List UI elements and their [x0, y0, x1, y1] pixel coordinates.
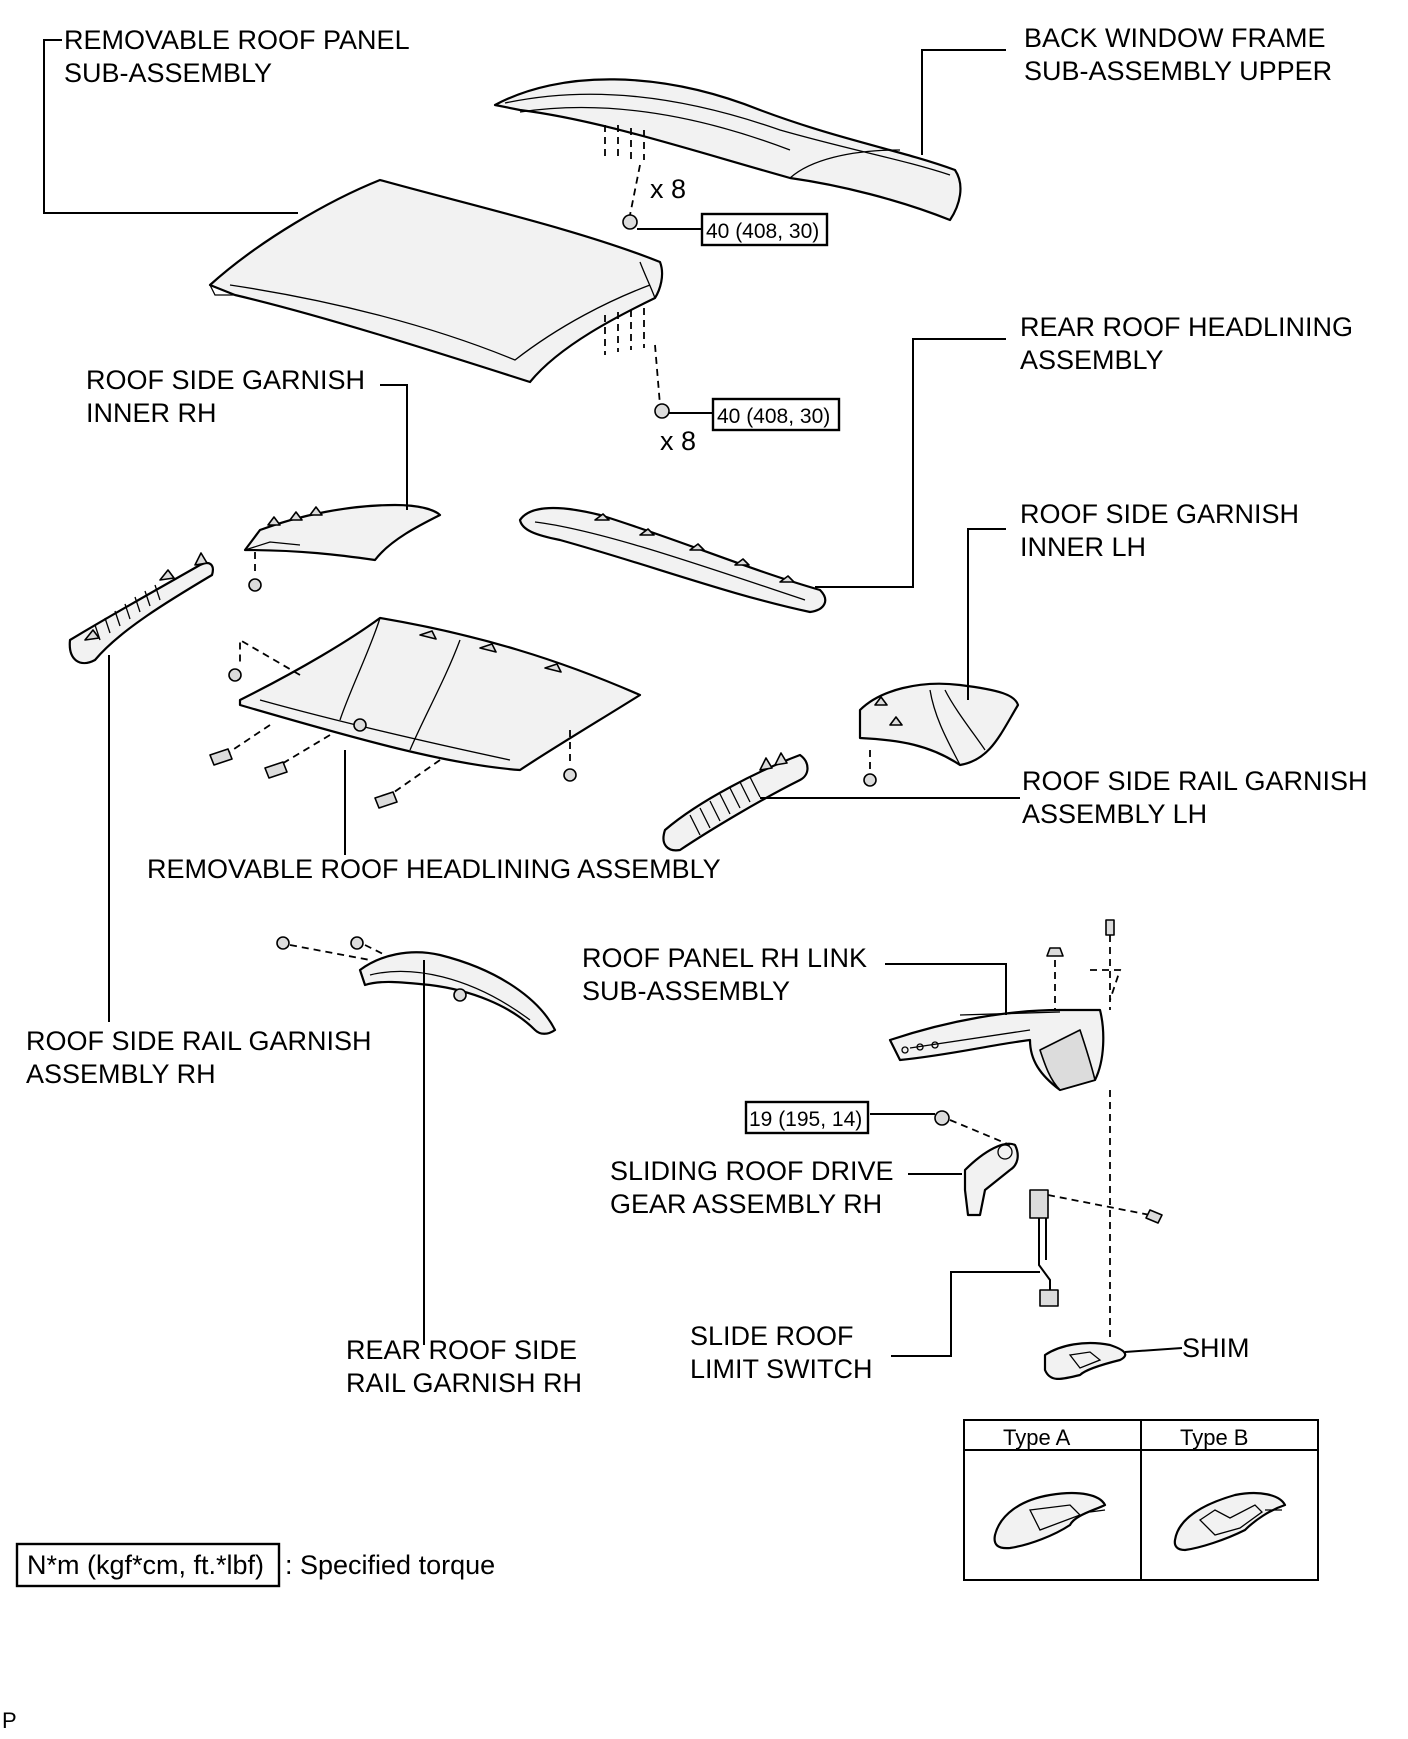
slide-roof-limit-switch-part	[1029, 1090, 1163, 1340]
torque-legend: N*m (kgf*cm, ft.*lbf) : Specified torque	[15, 1542, 495, 1588]
clip-icon	[248, 578, 262, 592]
removable-roof-panel-part	[208, 178, 664, 384]
label-sliding-roof-drive-gear-line2: GEAR ASSEMBLY RH	[610, 1189, 882, 1219]
label-back-window-frame-line1: BACK WINDOW FRAME	[1024, 23, 1326, 53]
torque-box-back-window	[700, 212, 829, 247]
bolt-icon	[1105, 919, 1115, 936]
clip-icon	[276, 936, 290, 950]
rear-garnish-fastener-lines	[276, 936, 467, 1002]
torque-drive-gear: 19 (195, 14)	[749, 1108, 862, 1131]
clip-icon	[209, 748, 233, 766]
nut-icon	[1046, 947, 1064, 957]
sliding-roof-drive-gear-part	[934, 1110, 1019, 1217]
corner-mark: P	[2, 1708, 17, 1733]
roof-side-garnish-inner-rh-part	[243, 503, 442, 592]
torque-spec-boxes: 40 (408, 30) 40 (408, 30) 19 (195, 14)	[700, 212, 870, 1135]
roof-side-rail-garnish-lh-part	[662, 752, 809, 852]
label-roof-panel-rh-link-line1: ROOF PANEL RH LINK	[582, 943, 867, 973]
part-labels: REMOVABLE ROOF PANEL SUB-ASSEMBLY BACK W…	[26, 23, 1368, 1398]
label-roof-panel-rh-link-line2: SUB-ASSEMBLY	[582, 976, 790, 1006]
label-roof-side-garnish-inner-lh-line2: INNER LH	[1020, 532, 1146, 562]
label-roof-side-rail-garnish-rh-line1: ROOF SIDE RAIL GARNISH	[26, 1026, 372, 1056]
torque-box-drive-gear	[744, 1100, 870, 1135]
roof-side-rail-garnish-rh-part	[68, 552, 214, 665]
shim-type-b-header: Type B	[1180, 1425, 1248, 1450]
label-roof-side-garnish-inner-rh-line1: ROOF SIDE GARNISH	[86, 365, 365, 395]
shim-type-a-drawing	[993, 1491, 1107, 1550]
label-removable-roof-headlining: REMOVABLE ROOF HEADLINING ASSEMBLY	[147, 854, 721, 884]
bolt-icon	[622, 214, 638, 230]
label-removable-roof-panel-line1: REMOVABLE ROOF PANEL	[64, 25, 410, 55]
label-rear-roof-headlining-line2: ASSEMBLY	[1020, 345, 1164, 375]
label-sliding-roof-drive-gear-line1: SLIDING ROOF DRIVE	[610, 1156, 894, 1186]
shim-type-b-drawing	[1173, 1491, 1287, 1552]
label-roof-side-garnish-inner-lh-line1: ROOF SIDE GARNISH	[1020, 499, 1299, 529]
removable-roof-headlining-part	[238, 616, 642, 772]
clip-icon	[563, 768, 577, 782]
legend-specified-torque: : Specified torque	[285, 1550, 495, 1580]
label-back-window-frame-line2: SUB-ASSEMBLY UPPER	[1024, 56, 1332, 86]
back-window-frame-fastener-lines	[604, 125, 645, 230]
shim-type-a-header: Type A	[1003, 1425, 1071, 1450]
label-lower-bolt-quantity: x 8	[660, 426, 696, 456]
label-rear-roof-side-rail-garnish-line1: REAR ROOF SIDE	[346, 1335, 577, 1365]
label-removable-roof-panel-line2: SUB-ASSEMBLY	[64, 58, 272, 88]
torque-box-roof-panel	[711, 397, 841, 432]
roof-panel-fastener-lines	[604, 308, 670, 419]
label-slide-roof-limit-switch-line1: SLIDE ROOF	[690, 1321, 854, 1351]
headlining-fastener-lines	[209, 638, 577, 809]
legend-unit-text: N*m (kgf*cm, ft.*lbf)	[27, 1550, 264, 1580]
legend-unit-box	[15, 1542, 281, 1588]
shim-part	[1043, 1341, 1127, 1380]
clip-icon	[453, 988, 467, 1002]
roof-side-garnish-inner-lh-part	[858, 682, 1020, 787]
back-window-frame-part	[493, 78, 962, 222]
screw-icon	[1145, 1209, 1163, 1224]
label-roof-side-rail-garnish-lh-line1: ROOF SIDE RAIL GARNISH	[1022, 766, 1368, 796]
label-slide-roof-limit-switch-line2: LIMIT SWITCH	[690, 1354, 873, 1384]
label-rear-roof-headlining-line1: REAR ROOF HEADLINING	[1020, 312, 1353, 342]
bolt-icon	[654, 403, 670, 419]
label-roof-side-rail-garnish-rh-line2: ASSEMBLY RH	[26, 1059, 216, 1089]
clip-icon	[863, 773, 877, 787]
torque-back-window-frame: 40 (408, 30)	[706, 220, 819, 243]
clip-icon	[374, 791, 398, 809]
clip-icon	[264, 761, 288, 779]
rear-roof-headlining-part	[518, 507, 827, 614]
label-shim: SHIM	[1182, 1333, 1250, 1363]
leader-lines	[43, 39, 1183, 1357]
torque-roof-panel: 40 (408, 30)	[717, 405, 830, 428]
label-roof-side-garnish-inner-rh-line2: INNER RH	[86, 398, 217, 428]
shim-type-table: Type A Type B	[963, 1419, 1319, 1581]
label-roof-side-rail-garnish-lh-line2: ASSEMBLY LH	[1022, 799, 1207, 829]
clip-icon	[228, 668, 242, 682]
bolt-icon	[934, 1110, 950, 1126]
label-upper-bolt-quantity: x 8	[650, 174, 686, 204]
label-rear-roof-side-rail-garnish-line2: RAIL GARNISH RH	[346, 1368, 582, 1398]
roof-panel-rh-link-part	[888, 919, 1122, 1092]
clip-icon	[350, 936, 364, 950]
